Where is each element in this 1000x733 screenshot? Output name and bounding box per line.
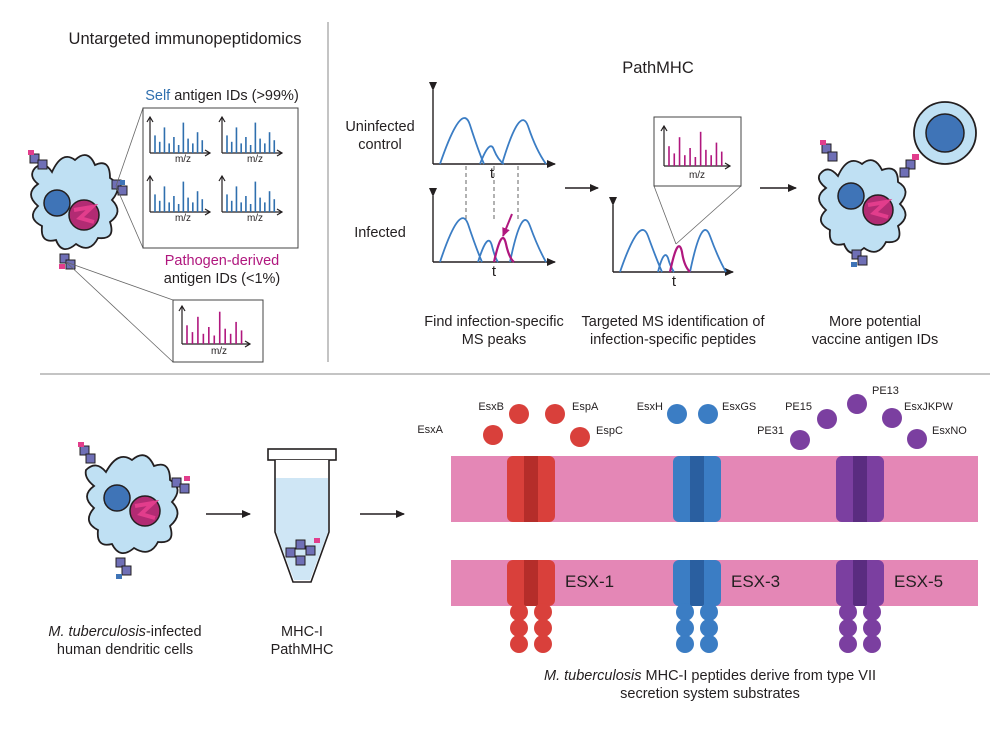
atpase-subunit (676, 603, 694, 621)
uninfected-label: Uninfected control (345, 119, 415, 153)
atpase-subunit (510, 619, 528, 637)
atpase-subunit (676, 619, 694, 637)
substrate-label: EsxB (478, 401, 504, 413)
targeted-spectrum (660, 124, 732, 170)
pathogen-antigen-label: Pathogen-derived antigen IDs (<1%) (142, 253, 302, 288)
substrate-EsxH (667, 404, 687, 424)
atpase-subunit (534, 619, 552, 637)
substrate-EsxNO (907, 429, 927, 449)
substrate-label: PE13 (872, 385, 899, 397)
dendritic-cell-bottom (78, 442, 190, 579)
mz-label: m/z (688, 170, 706, 181)
atpase-subunit (863, 603, 881, 621)
substrate-EsxGS (698, 404, 718, 424)
atpase-subunit (700, 603, 718, 621)
esx-label: ESX-3 (731, 572, 781, 591)
atpase-subunit (700, 619, 718, 637)
mz-label: m/z (246, 154, 264, 165)
cells-rest: -infected human dendritic cells (56, 624, 202, 658)
time-label: t (491, 263, 497, 280)
esx-label: ESX-1 (565, 572, 615, 591)
substrate-label: EsxH (636, 401, 663, 413)
step3-caption: More potential vaccine antigen IDs (811, 314, 939, 348)
pathogen-word: Pathogen-derived (164, 253, 280, 269)
substrate-label: PE31 (757, 425, 784, 437)
esx-system-1 (483, 404, 590, 653)
self-antigen-label: Self antigen IDs (>99%) (145, 88, 299, 106)
spectrum-plot (178, 304, 252, 348)
substrate-PE31 (790, 430, 810, 450)
mhc-molecule (59, 253, 76, 270)
substrate-label: EspC (596, 425, 623, 437)
self-rest: antigen IDs (>99%) (170, 88, 299, 104)
uninfected-chromatogram (429, 82, 556, 168)
substrate-label: PE15 (785, 401, 812, 413)
atpase-subunit (534, 603, 552, 621)
esx-system-3 (790, 394, 927, 653)
substrate-label: EsxJKPW (904, 401, 953, 413)
spectrum-plot (146, 174, 212, 216)
untargeted-title: Untargeted immunopeptidomics (68, 30, 302, 48)
pathogen-spectrum (178, 304, 252, 348)
infection-peak-arrow (502, 213, 513, 237)
self-word: Self (145, 88, 171, 104)
final-caption: M. tuberculosis MHC-I peptides derive fr… (520, 668, 900, 703)
mz-label: m/z (246, 213, 264, 224)
substrate-label: EsxA (417, 424, 443, 436)
esx-label: ESX-5 (894, 572, 944, 591)
mz-label: m/z (210, 346, 228, 357)
targeted-ms-plot (609, 197, 734, 276)
sample-tube (267, 448, 337, 583)
infected-label: Infected (354, 225, 406, 241)
infected-chromatogram (429, 188, 556, 266)
atpase-subunit (510, 635, 528, 653)
substrate-EsxA (483, 425, 503, 445)
cells-italic: M. tuberculosis (48, 624, 146, 640)
substrate-label: EspA (572, 401, 599, 413)
substrate-EspC (570, 427, 590, 447)
dendritic-cell-top-left (28, 150, 128, 270)
final-italic: M. tuberculosis (543, 668, 642, 684)
substrate-EspA (545, 404, 565, 424)
spectrum-plot (660, 124, 732, 170)
mhc-molecule (28, 150, 48, 170)
dendritic-cell-t-cell-interaction (817, 101, 977, 267)
atpase-subunit (839, 603, 857, 621)
spectrum-plot (218, 115, 284, 157)
step2-caption: Targeted MS identification of infection-… (581, 314, 765, 348)
substrate-PE15 (817, 409, 837, 429)
step1-caption: Find infection-specific MS peaks (424, 314, 564, 348)
substrate-EsxB (509, 404, 529, 424)
atpase-subunit (534, 635, 552, 653)
substrate-PE13 (847, 394, 867, 414)
atpase-subunit (839, 619, 857, 637)
final-rest: MHC-I peptides derive from type VII secr… (620, 668, 876, 702)
atpase-subunit (676, 635, 694, 653)
mz-label: m/z (174, 213, 192, 224)
mz-label: m/z (174, 154, 192, 165)
spectrum-plot (146, 115, 212, 157)
tube-caption: MHC-I PathMHC (270, 624, 334, 658)
atpase-subunit (839, 635, 857, 653)
spectrum-plot (218, 174, 284, 216)
atpase-subunit (863, 635, 881, 653)
time-label: t (671, 273, 677, 290)
substrate-label: EsxNO (932, 425, 967, 437)
cells-caption: M. tuberculosis-infected human dendritic… (30, 624, 220, 659)
substrate-label: EsxGS (722, 401, 757, 413)
time-label: t (489, 165, 495, 182)
substrate-EsxJKPW (882, 408, 902, 428)
pathogen-spectrum-box (172, 299, 264, 363)
esx-system-2 (667, 404, 721, 653)
pathmhc-title: PathMHC (622, 59, 694, 77)
atpase-subunit (510, 603, 528, 621)
atpase-subunit (863, 619, 881, 637)
pathogen-rest: antigen IDs (<1%) (163, 270, 281, 287)
atpase-subunit (700, 635, 718, 653)
self-spectra (146, 115, 284, 216)
